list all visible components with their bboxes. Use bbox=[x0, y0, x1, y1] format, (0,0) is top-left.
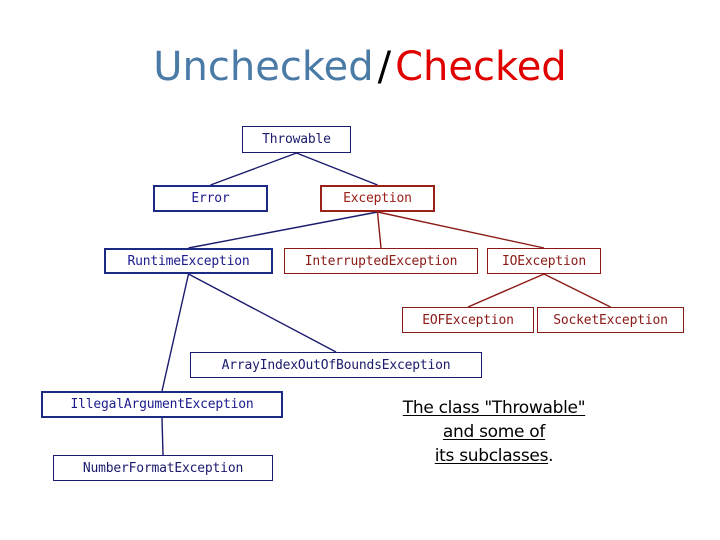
class-node-label: NumberFormatException bbox=[82, 460, 244, 476]
edge-runtime-to-illegalarg bbox=[161, 273, 190, 392]
edge-throwable-to-exception bbox=[296, 152, 378, 186]
class-node-ioexception: IOException bbox=[487, 248, 601, 274]
edge-illegalarg-to-numberformat bbox=[161, 417, 164, 456]
caption-period: . bbox=[548, 446, 554, 466]
caption-line-2: and some of bbox=[442, 422, 546, 442]
class-node-label: RuntimeException bbox=[127, 253, 250, 269]
class-node-runtime: RuntimeException bbox=[104, 248, 273, 274]
class-node-label: ArrayIndexOutOfBoundsException bbox=[221, 357, 451, 373]
class-node-label: EOFException bbox=[422, 312, 514, 328]
class-node-error: Error bbox=[153, 185, 268, 212]
edge-throwable-to-error bbox=[210, 152, 297, 186]
caption-line-1: The class "Throwable" bbox=[402, 398, 586, 418]
class-node-interrupted: InterruptedException bbox=[284, 248, 478, 274]
title-checked-word: Checked bbox=[395, 44, 567, 90]
class-node-exception: Exception bbox=[320, 185, 435, 212]
edge-ioexception-to-eof bbox=[467, 273, 545, 308]
class-node-throwable: Throwable bbox=[242, 126, 351, 153]
class-node-eof: EOFException bbox=[402, 307, 534, 333]
edge-exception-to-ioexception bbox=[377, 211, 545, 249]
class-node-label: Throwable bbox=[262, 132, 331, 147]
edge-exception-to-interrupted bbox=[376, 211, 382, 249]
class-node-label: Error bbox=[191, 191, 230, 206]
class-node-label: Exception bbox=[343, 191, 412, 206]
class-node-label: InterruptedException bbox=[304, 253, 458, 269]
diagram-caption: The class "Throwable" and some of its su… bbox=[358, 396, 630, 468]
caption-line-3: its subclasses bbox=[434, 446, 549, 466]
class-node-illegalarg: IllegalArgumentException bbox=[41, 391, 283, 418]
class-node-arrayindex: ArrayIndexOutOfBoundsException bbox=[190, 352, 482, 378]
class-node-numberformat: NumberFormatException bbox=[53, 455, 273, 481]
title-separator: / bbox=[377, 44, 392, 90]
class-node-socket: SocketException bbox=[537, 307, 684, 333]
page-title: Unchecked/Checked bbox=[0, 44, 720, 90]
edge-exception-to-runtime bbox=[188, 211, 378, 249]
class-node-label: IOException bbox=[502, 253, 586, 269]
class-node-label: SocketException bbox=[553, 312, 668, 328]
edge-ioexception-to-socket bbox=[543, 273, 611, 308]
class-node-label: IllegalArgumentException bbox=[70, 397, 254, 412]
edge-runtime-to-arrayindex bbox=[188, 273, 337, 353]
title-unchecked-word: Unchecked bbox=[153, 44, 374, 90]
